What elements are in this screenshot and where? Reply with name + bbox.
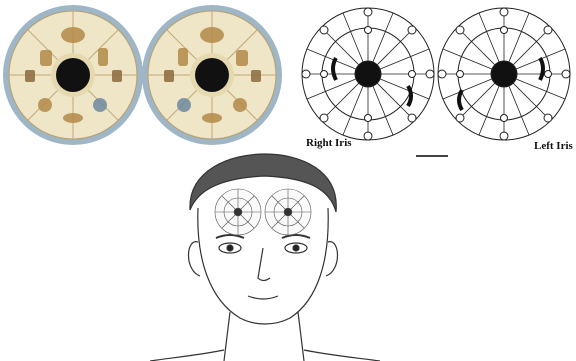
neck <box>224 312 304 361</box>
painted-iris-pair <box>0 0 296 158</box>
forehead-iris-charts <box>215 189 311 235</box>
left-iris-chart <box>438 8 570 140</box>
face-line-drawing <box>150 150 430 361</box>
left-iris-label: Left Iris <box>534 140 573 152</box>
right-ear <box>326 242 338 276</box>
mouth <box>248 296 278 299</box>
face-with-iris-charts <box>150 150 430 361</box>
right-iris-label: Right Iris <box>306 137 352 149</box>
iridology-chart-pair: Right Iris Left Iris <box>296 0 576 158</box>
painted-iris-right <box>3 5 143 145</box>
right-eyebrow <box>282 235 310 238</box>
iridology-chart-drawing <box>296 0 576 158</box>
nose <box>258 248 270 281</box>
left-eyebrow <box>216 235 244 238</box>
shoulders <box>150 350 380 361</box>
hair-outline <box>190 154 336 212</box>
painted-iris-illustration <box>0 0 296 158</box>
face-outline <box>198 208 328 324</box>
right-iris-chart <box>302 8 434 140</box>
painted-iris-left <box>142 5 282 145</box>
left-ear <box>189 242 201 276</box>
